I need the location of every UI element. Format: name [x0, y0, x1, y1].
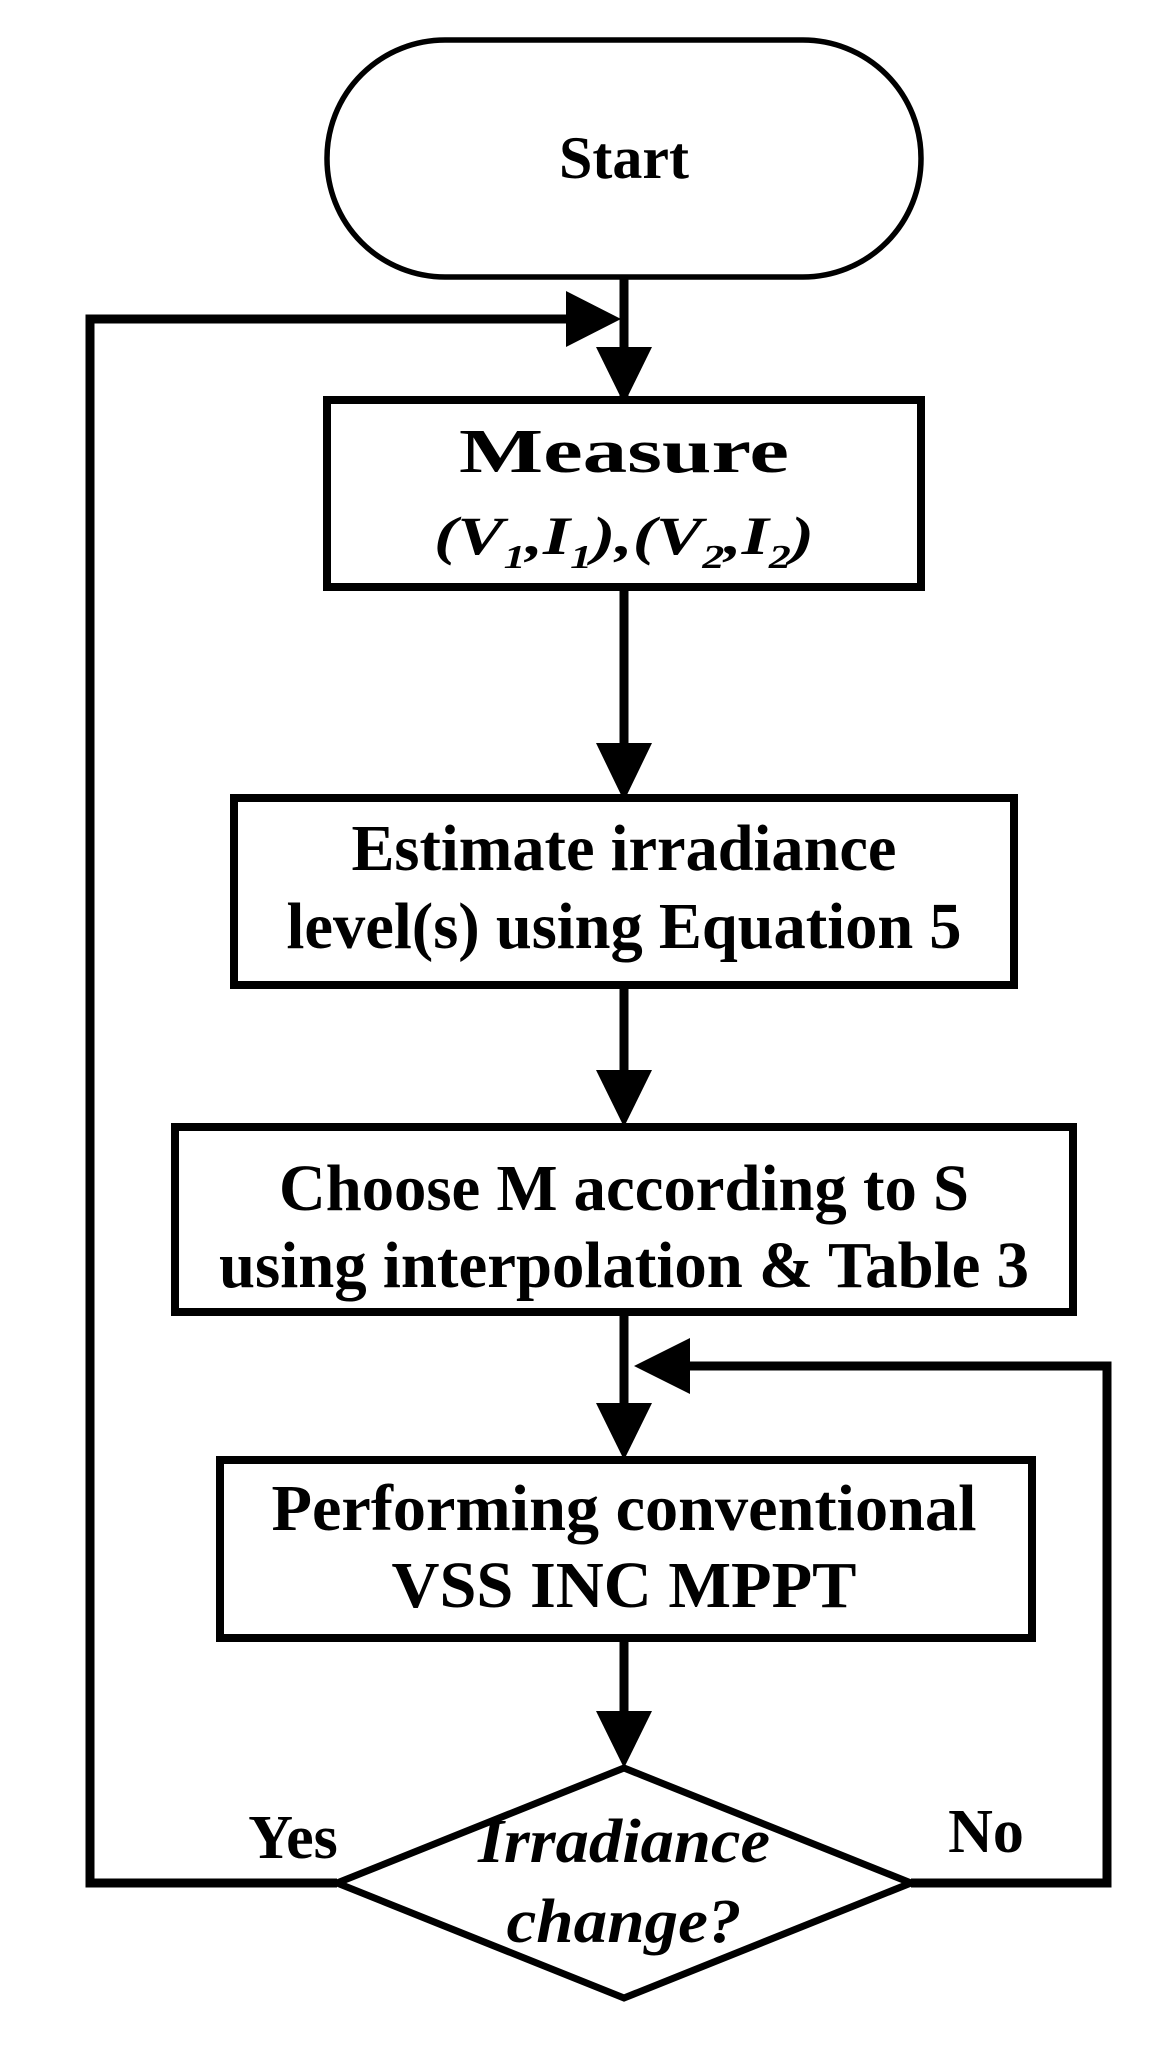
decision-node-line2: change?: [507, 1888, 742, 1956]
arrowhead-into-estimate-icon: [596, 743, 652, 801]
decision-node-line1: Irradiance: [477, 1808, 770, 1876]
formula-part: ,I: [523, 506, 573, 566]
no-feedback-arrowhead-icon: [634, 1338, 690, 1394]
choose-node-shape: [171, 1123, 1077, 1316]
arrowhead-into-choose-icon: [596, 1070, 652, 1127]
formula-part: ),(V: [586, 506, 708, 566]
yes-branch-label: Yes: [248, 1804, 338, 1872]
measure-node-shape: [323, 396, 925, 591]
estimate-node-shape: [230, 794, 1018, 989]
formula-part: (V: [434, 506, 509, 566]
no-branch-label: No: [948, 1798, 1024, 1866]
measure-node-line1: Measure: [459, 418, 789, 486]
formula-part: ,I: [722, 506, 772, 566]
arrowhead-into-perform-icon: [596, 1403, 652, 1460]
formula-subscript: 2: [768, 539, 791, 576]
perform-node-line1: Performing conventional: [272, 1472, 977, 1545]
estimate-node-line2: level(s) using Equation 5: [287, 890, 962, 963]
perform-node-shape: [216, 1456, 1036, 1642]
formula-subscript: 1: [504, 539, 526, 576]
perform-node-line2: VSS INC MPPT: [392, 1549, 857, 1622]
yes-feedback-arrowhead-icon: [566, 291, 621, 347]
decision-node-shape: [327, 1764, 921, 2002]
choose-node-line1: Choose M according to S: [279, 1152, 969, 1225]
formula-subscript: 2: [701, 539, 724, 576]
choose-node-line2: using interpolation & Table 3: [219, 1229, 1029, 1302]
arrowhead-into-measure-icon: [596, 347, 652, 404]
arrowhead-into-decision-icon: [596, 1711, 652, 1768]
no-feedback-line: [688, 1361, 1112, 1888]
start-node-shape: [324, 37, 924, 280]
estimate-node-line1: Estimate irradiance: [352, 812, 897, 885]
start-node-label: Start: [559, 125, 689, 191]
formula-subscript: 1: [570, 539, 592, 576]
yes-feedback-line: [85, 314, 568, 1888]
